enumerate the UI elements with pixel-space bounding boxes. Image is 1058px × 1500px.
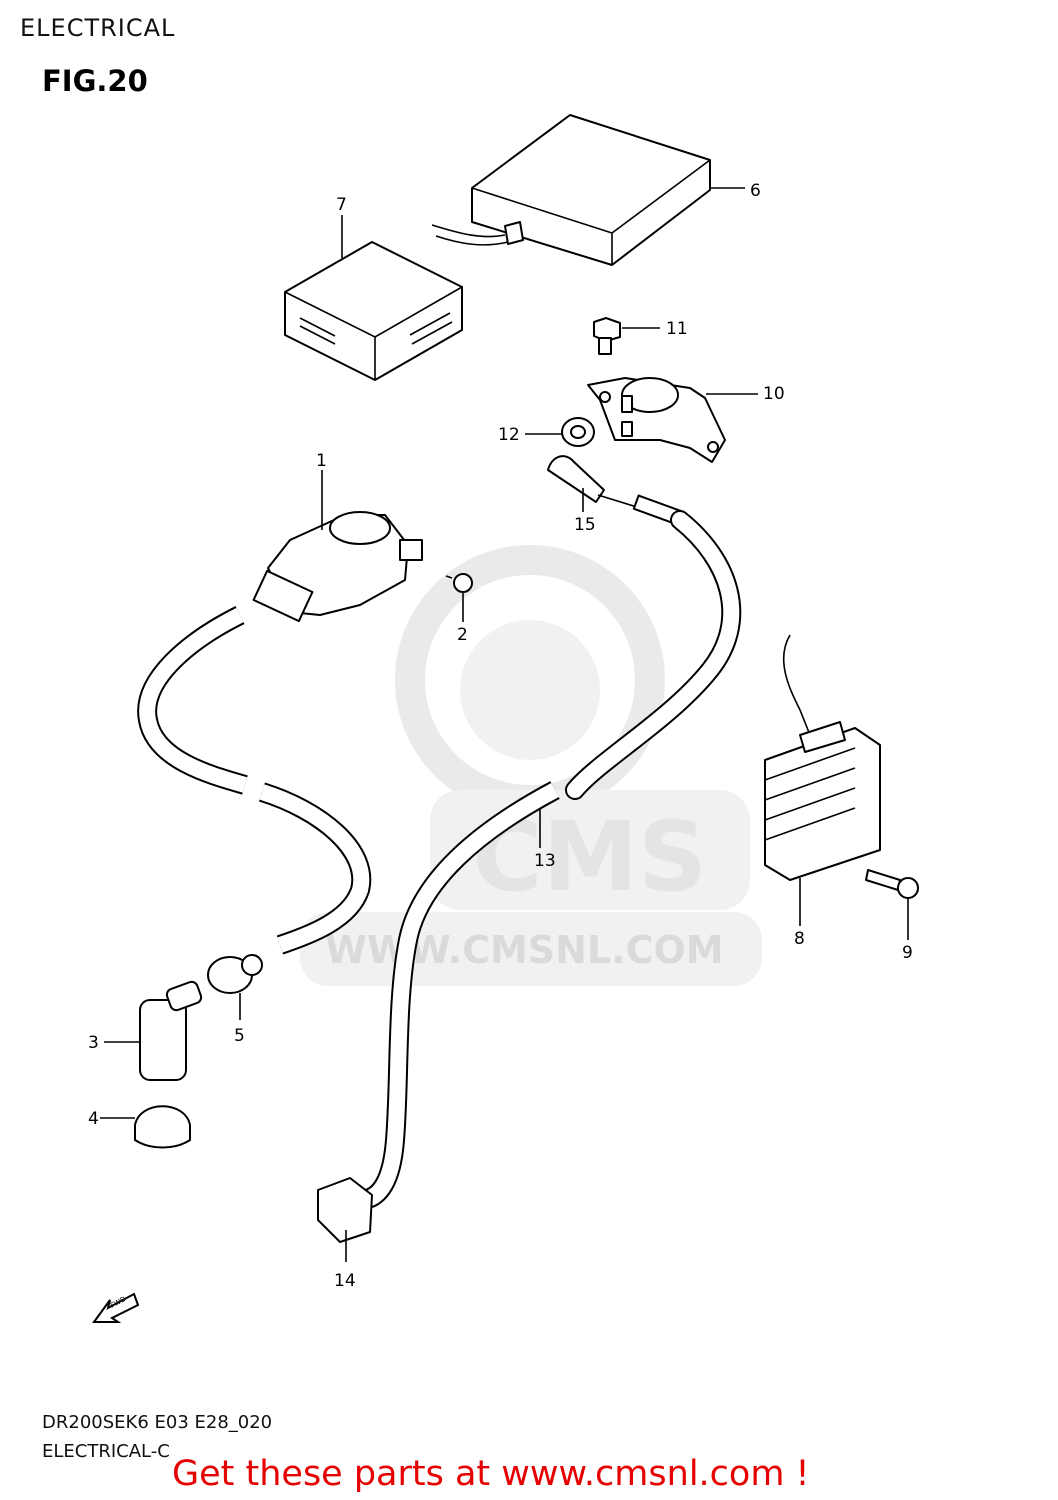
- callout-9: 9: [902, 943, 913, 963]
- model-code: DR200SEK6 E03 E28_020: [42, 1412, 273, 1433]
- part-5-grommet: [207, 954, 263, 994]
- part-4-plug-cover: [134, 1105, 191, 1149]
- callout-12: 12: [498, 425, 520, 445]
- callout-8: 8: [794, 929, 805, 949]
- cta-link[interactable]: Get these parts at www.cmsnl.com !: [172, 1454, 810, 1494]
- callout-6: 6: [750, 181, 761, 201]
- callout-1: 1: [316, 451, 327, 471]
- part-6-cdi-unit: [431, 114, 711, 266]
- part-11-bolt: [593, 317, 621, 355]
- part-3-plug-cap: [139, 980, 203, 1081]
- part-1-ignition-coil: [252, 511, 423, 623]
- callout-2: 2: [457, 625, 468, 645]
- callout-3: 3: [88, 1033, 99, 1053]
- callout-13: 13: [534, 851, 556, 871]
- callout-14: 14: [334, 1271, 356, 1291]
- callout-10: 10: [763, 384, 785, 404]
- part-7-ecm: [284, 241, 463, 381]
- figure-title: FIG.20: [42, 64, 148, 98]
- part-12-nut: [561, 417, 595, 447]
- part-13-main-cable: [317, 510, 742, 1243]
- part-9-bolt: [865, 869, 919, 899]
- part-2-screw: [445, 573, 473, 593]
- callout-5: 5: [234, 1026, 245, 1046]
- watermark-url: WWW.CMSNL.COM: [325, 928, 724, 972]
- callout-7: 7: [336, 195, 347, 215]
- watermark-face: [460, 620, 600, 760]
- high-tension-lead: [137, 606, 372, 955]
- diagram-subtitle: ELECTRICAL-C: [42, 1441, 170, 1462]
- callout-11: 11: [666, 319, 688, 339]
- part-10-starter-relay: [587, 377, 726, 463]
- cms-watermark: CMS WWW.CMSNL.COM: [300, 545, 762, 986]
- forward-arrow-icon: FWD: [92, 1292, 140, 1323]
- callout-15: 15: [574, 515, 596, 535]
- callout-4: 4: [88, 1109, 99, 1129]
- section-title: ELECTRICAL: [20, 14, 176, 42]
- part-8-regulator-rectifier: [764, 634, 881, 881]
- part-15-cable-terminal: [547, 455, 682, 526]
